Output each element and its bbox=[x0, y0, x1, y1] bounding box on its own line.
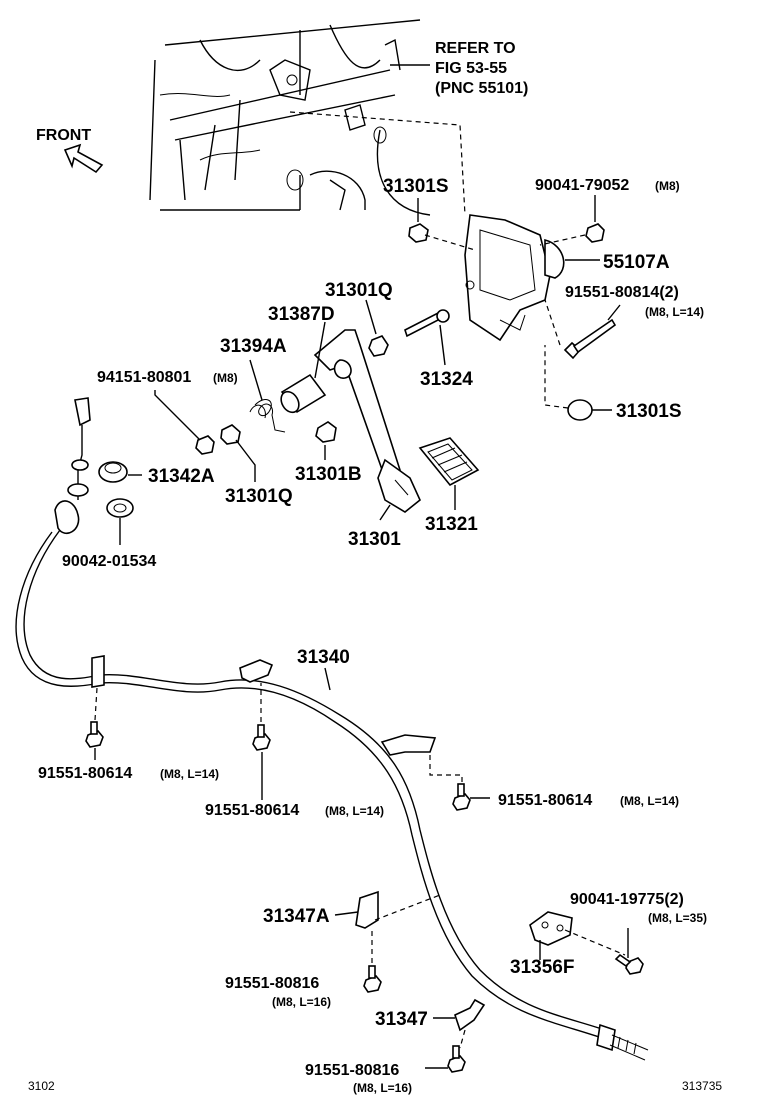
bolt-91551-80614-c bbox=[452, 783, 471, 811]
label-31342a: 31342A bbox=[148, 466, 215, 487]
label-91551-80816-a: 91551-80816 bbox=[225, 975, 319, 992]
spec-91551-80614-a: (M8, L=14) bbox=[160, 767, 219, 781]
label-31301b: 31301B bbox=[295, 464, 362, 485]
bracket-31356f bbox=[529, 911, 573, 946]
washer-90042-01534 bbox=[106, 498, 134, 518]
spec-91551-80614-c: (M8, L=14) bbox=[620, 794, 679, 808]
footer-left-code: 3102 bbox=[28, 1079, 55, 1093]
pedal-pad bbox=[418, 437, 480, 487]
label-31394a: 31394A bbox=[220, 336, 287, 357]
bolt-91551-80814 bbox=[563, 318, 617, 360]
spec-90041-79052: (M8) bbox=[655, 179, 680, 193]
label-31347: 31347 bbox=[375, 1009, 428, 1030]
label-90041-19775: 90041-19775(2) bbox=[570, 891, 684, 908]
bolt-91551-80816-b bbox=[447, 1045, 466, 1073]
bushing-31301q-top bbox=[368, 335, 389, 357]
nut-90041-79052 bbox=[585, 223, 605, 243]
refer-line-3: (PNC 55101) bbox=[435, 80, 528, 97]
bolt-91551-80614-a bbox=[85, 721, 104, 748]
label-31301s-bottom: 31301S bbox=[616, 401, 682, 422]
pedal-arm bbox=[313, 329, 421, 513]
bushing-31301b bbox=[315, 421, 337, 443]
nut-31301s-top bbox=[408, 223, 429, 243]
label-90042-01534: 90042-01534 bbox=[62, 553, 156, 570]
label-91551-80614-a: 91551-80614 bbox=[38, 765, 132, 782]
spec-94151-80801: (M8) bbox=[213, 371, 238, 385]
label-91551-80614-b: 91551-80614 bbox=[205, 802, 299, 819]
label-55107a: 55107A bbox=[603, 252, 670, 273]
spec-91551-80816-b: (M8, L=16) bbox=[353, 1081, 412, 1095]
label-90041-79052: 90041-79052 bbox=[535, 177, 629, 194]
bolt-91551-80614-b bbox=[252, 724, 271, 751]
bolt-91551-80816-a bbox=[363, 965, 382, 993]
bolt-90041-19775 bbox=[614, 953, 644, 975]
label-91551-80614-c: 91551-80614 bbox=[498, 792, 592, 809]
spring-31394a bbox=[249, 399, 286, 433]
bolt-31324 bbox=[404, 309, 450, 338]
label-91551-80814: 91551-80814(2) bbox=[565, 284, 679, 301]
label-31324: 31324 bbox=[420, 369, 473, 390]
label-31321: 31321 bbox=[425, 514, 478, 535]
cap-31301s-bottom bbox=[567, 399, 593, 421]
label-31387d: 31387D bbox=[268, 304, 335, 325]
grommet-31342a bbox=[98, 461, 128, 483]
pedal-bracket bbox=[464, 214, 565, 342]
label-31301s-top: 31301S bbox=[383, 176, 449, 197]
label-31340: 31340 bbox=[297, 647, 350, 668]
label-31301q-top: 31301Q bbox=[325, 280, 393, 301]
label-94151-80801: 94151-80801 bbox=[97, 369, 191, 386]
nut-94151-80801 bbox=[195, 435, 215, 455]
spec-91551-80614-b: (M8, L=14) bbox=[325, 804, 384, 818]
front-label: FRONT bbox=[36, 127, 91, 144]
sleeve-31387d bbox=[280, 373, 327, 414]
spec-91551-80814: (M8, L=14) bbox=[645, 305, 704, 319]
label-31347a: 31347A bbox=[263, 906, 330, 927]
front-arrow-icon bbox=[63, 143, 104, 174]
refer-line-1: REFER TO bbox=[435, 40, 516, 57]
spec-91551-80816-a: (M8, L=16) bbox=[272, 995, 331, 1009]
refer-line-2: FIG 53-55 bbox=[435, 60, 507, 77]
spec-90041-19775: (M8, L=35) bbox=[648, 911, 707, 925]
label-31356f: 31356F bbox=[510, 957, 574, 978]
footer-right-code: 313735 bbox=[682, 1079, 722, 1093]
label-31301q-bottom: 31301Q bbox=[225, 486, 293, 507]
label-91551-80816-b: 91551-80816 bbox=[305, 1062, 399, 1079]
label-31301: 31301 bbox=[348, 529, 401, 550]
brake-cable bbox=[15, 397, 649, 1061]
